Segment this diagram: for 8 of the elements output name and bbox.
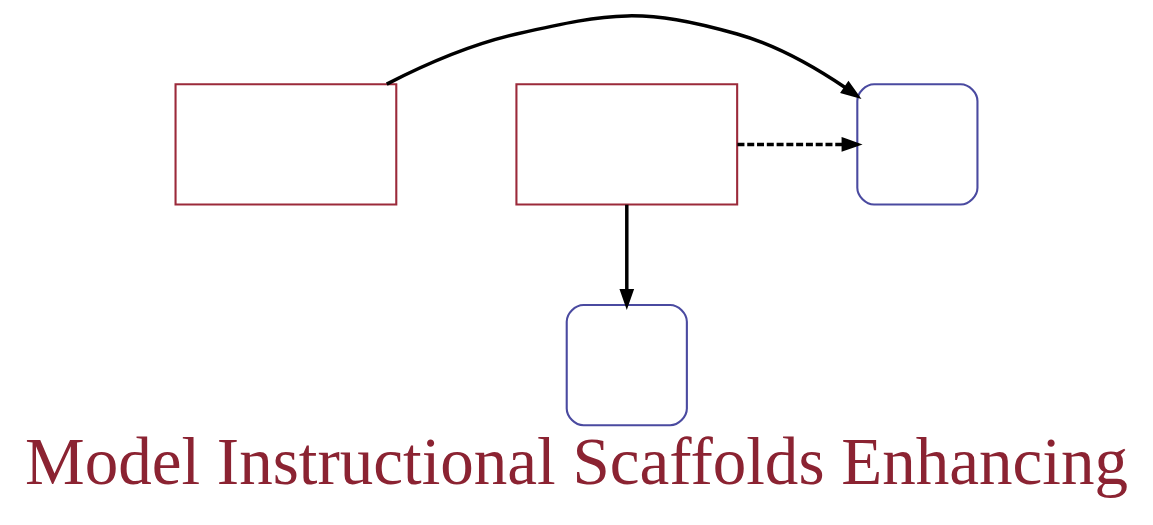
- node-rounded: [856, 82, 979, 205]
- diagram-title: Model Instructional Scaffolds Enhancing: [25, 423, 1128, 499]
- arrow: [619, 204, 635, 310]
- node-rectangle: [174, 82, 398, 205]
- node-rounded: [565, 303, 688, 426]
- arrow: [385, 13, 862, 99]
- arrow: [737, 136, 863, 152]
- node-rectangle: [515, 82, 739, 205]
